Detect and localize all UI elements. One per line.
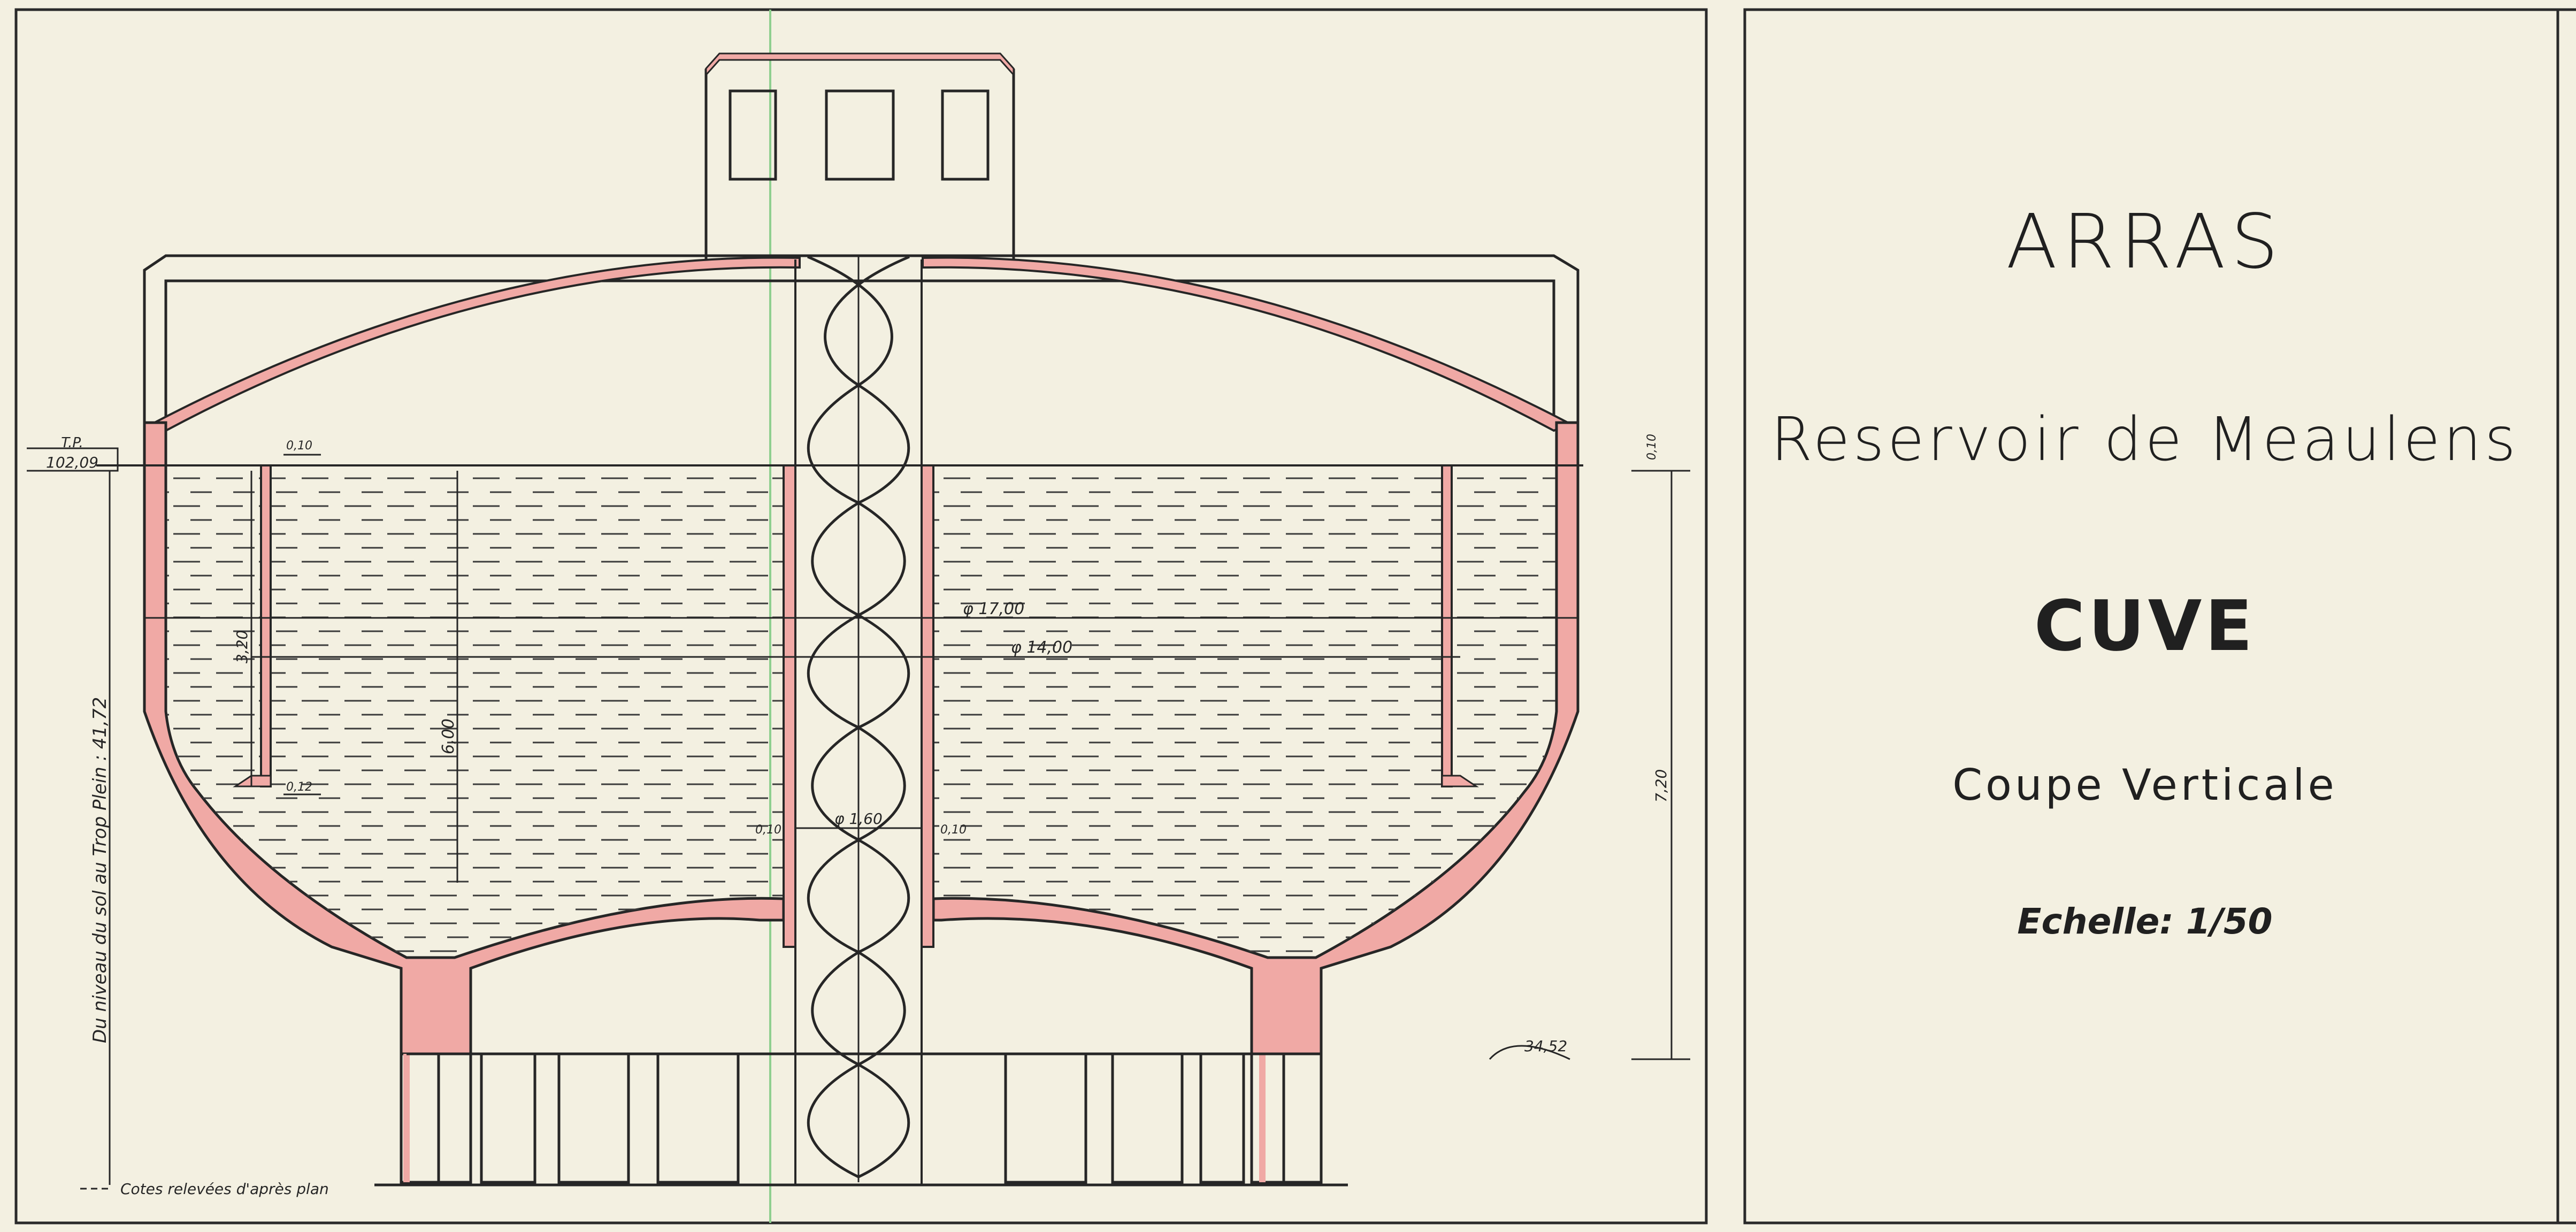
legend-note-text: Cotes relevées d'après plan [120,1180,329,1198]
dimension-texts: Du niveau du sol au Trop Plein : 41,72 φ… [89,434,1670,1198]
shaft-wall-left [783,464,796,948]
title-project: Reservoir de Meaulens [1771,405,2519,475]
lantern-window-center [825,89,895,181]
tower-section [96,52,1583,1187]
water-right [933,470,1555,958]
tp-label: T.P. [61,435,83,451]
support-columns [400,1052,1323,1184]
title-frame-inner [1743,8,2559,1225]
water-left [167,470,784,958]
drawing-frame [14,8,1708,1225]
inner-wall-right-foot [1441,775,1479,787]
wall-bottom-text: 0,12 [286,780,312,794]
shaft-diameter-text: φ 1,60 [834,810,883,828]
dome-shell [150,256,801,432]
outer-diameter-text: φ 17,00 [963,600,1024,618]
title-scale: Echelle: 1/50 [2017,901,2272,942]
title-view: Coupe Verticale [1952,760,2337,810]
inner-wall-left [260,464,272,787]
tp-value: 102,09 [46,454,98,471]
lantern-roof-concrete [705,52,1015,77]
inner-wall-height-text: 3,20 [233,630,251,663]
inner-wall-right [1441,464,1453,787]
water-depth-text: 6,00 [439,718,458,754]
ground-level-text: 34,52 [1524,1037,1567,1055]
inner-wall-left-foot [233,775,272,787]
shaft-wall-right [921,464,934,948]
total-height-text: 7,20 [1652,769,1670,802]
title-subject: CUVE [2034,585,2256,667]
right-top-text: 0,10 [1645,434,1659,460]
wall-top-text: 0,10 [286,439,312,453]
lower-colonnade [407,1052,1316,1184]
dimension-lines [80,454,1690,1190]
spiral-staircase [807,255,910,1182]
title-city: ARRAS [2006,198,2283,286]
tp-marker: T.P. 102,09 [27,435,119,472]
inner-diameter-text: φ 14,00 [1011,638,1072,657]
height-from-ground-text: Du niveau du sol au Trop Plein : 41,72 [89,697,111,1043]
shaft-wall-left-text: 0,10 [755,823,781,837]
lantern-window-left [729,89,777,181]
shaft-wall-right-text: 0,10 [940,823,967,837]
lantern-window-right [941,89,990,181]
title-block: ARRAS Reservoir de Meaulens CUVE Coupe V… [1771,198,2519,942]
